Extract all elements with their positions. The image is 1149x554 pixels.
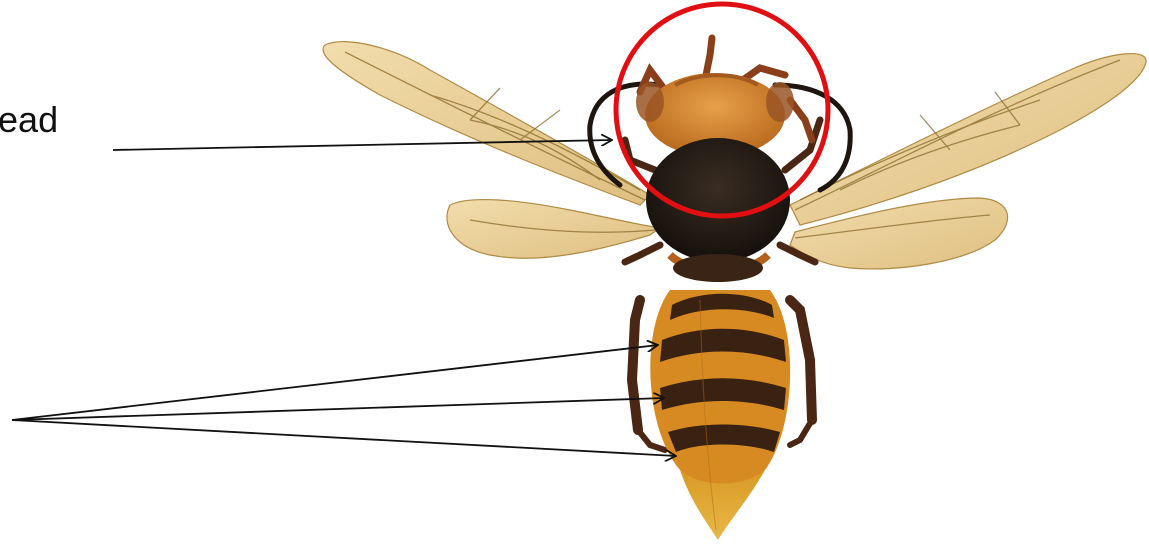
left-hindwing — [447, 200, 660, 259]
thorax — [646, 138, 790, 282]
abdomen-arrow-3 — [12, 420, 676, 456]
annotation-arrows — [12, 140, 676, 456]
head-label: head — [0, 102, 58, 138]
abdomen — [650, 290, 790, 540]
